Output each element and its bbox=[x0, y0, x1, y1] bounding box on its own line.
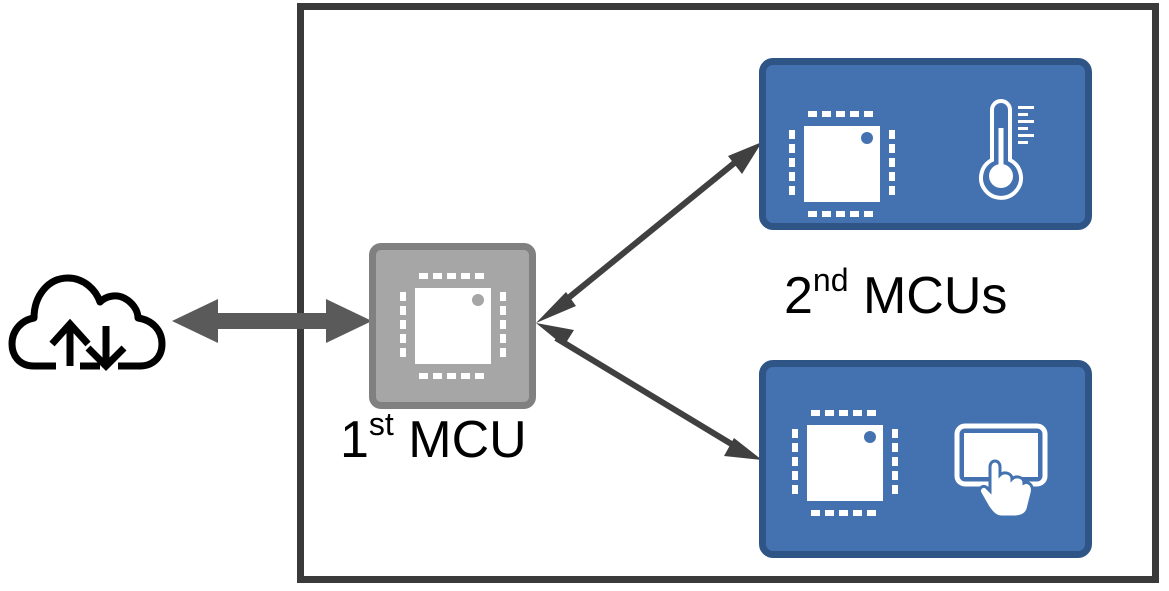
label-text: MCUs bbox=[862, 267, 1008, 325]
label-ordinal-suffix: st bbox=[368, 406, 394, 442]
primary-to-touch-mcu-arrow bbox=[536, 323, 762, 460]
cloud-to-primary-arrow bbox=[172, 299, 372, 343]
secondary-mcus-label: 2nd MCUs bbox=[784, 264, 1008, 325]
sensor-mcu-box bbox=[759, 58, 1092, 230]
touch-mcu-box bbox=[759, 360, 1092, 558]
microchip-icon bbox=[400, 273, 506, 379]
cloud-upload-download-icon bbox=[8, 274, 166, 371]
primary-mcu-label: 1st MCU bbox=[340, 408, 527, 469]
thermometer-icon bbox=[979, 99, 1034, 200]
label-ordinal-suffix: nd bbox=[812, 262, 849, 298]
microchip-icon bbox=[789, 111, 895, 217]
label-number: 2 bbox=[784, 267, 813, 325]
system-boundary-frame bbox=[297, 3, 1159, 583]
label-number: 1 bbox=[340, 411, 369, 469]
microchip-icon bbox=[792, 410, 898, 516]
touchscreen-icon bbox=[954, 423, 1048, 519]
label-text: MCU bbox=[408, 411, 527, 469]
primary-to-sensor-mcu-arrow bbox=[536, 142, 762, 323]
primary-mcu-box bbox=[369, 243, 536, 409]
